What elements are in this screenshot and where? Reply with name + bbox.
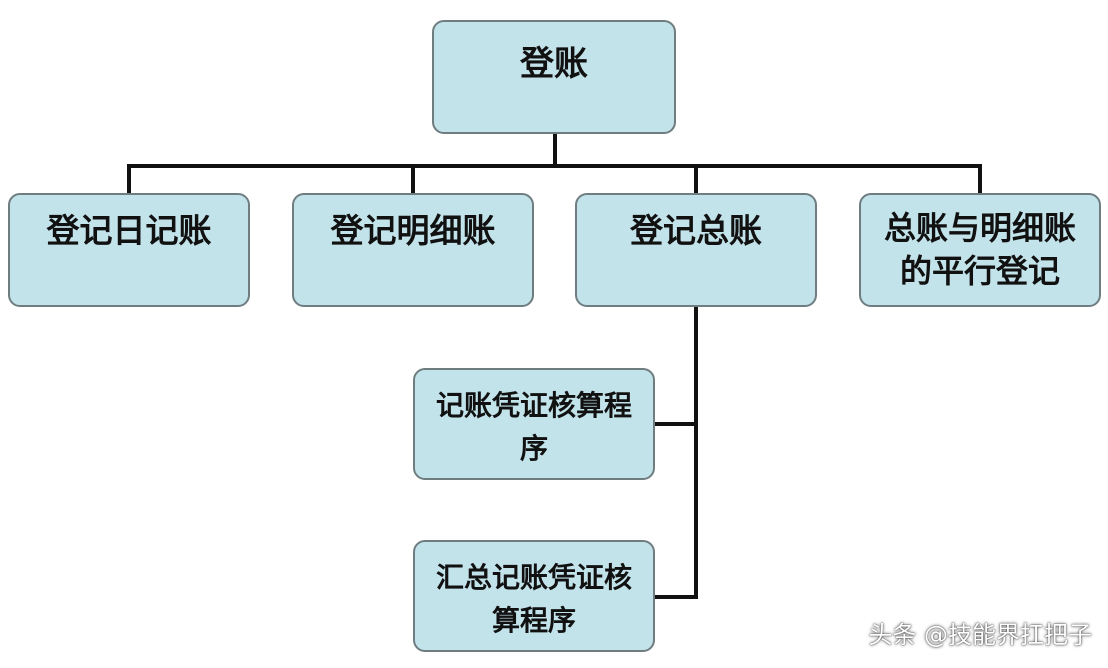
root-node: 登账: [432, 20, 676, 134]
node-summary-voucher-accounting-procedure: 汇总记账凭证核算程序: [413, 540, 655, 652]
node-label: 登记日记账: [46, 211, 212, 250]
watermark-text: 头条 @技能界扛把子: [868, 621, 1092, 649]
node-label: 记账凭证核算程序: [435, 389, 632, 466]
node-parallel-posting: 总账与明细账的平行登记: [859, 193, 1101, 307]
node-journal-posting: 登记日记账: [8, 193, 250, 307]
root-node-label: 登账: [520, 44, 588, 84]
node-label: 登记总账: [630, 211, 762, 250]
node-label: 登记明细账: [330, 211, 496, 250]
node-label: 总账与明细账的平行登记: [883, 209, 1076, 291]
node-voucher-accounting-procedure: 记账凭证核算程序: [413, 368, 655, 480]
node-label: 汇总记账凭证核算程序: [435, 561, 632, 638]
node-subsidiary-ledger-posting: 登记明细账: [292, 193, 534, 307]
node-general-ledger-posting: 登记总账: [575, 193, 817, 307]
